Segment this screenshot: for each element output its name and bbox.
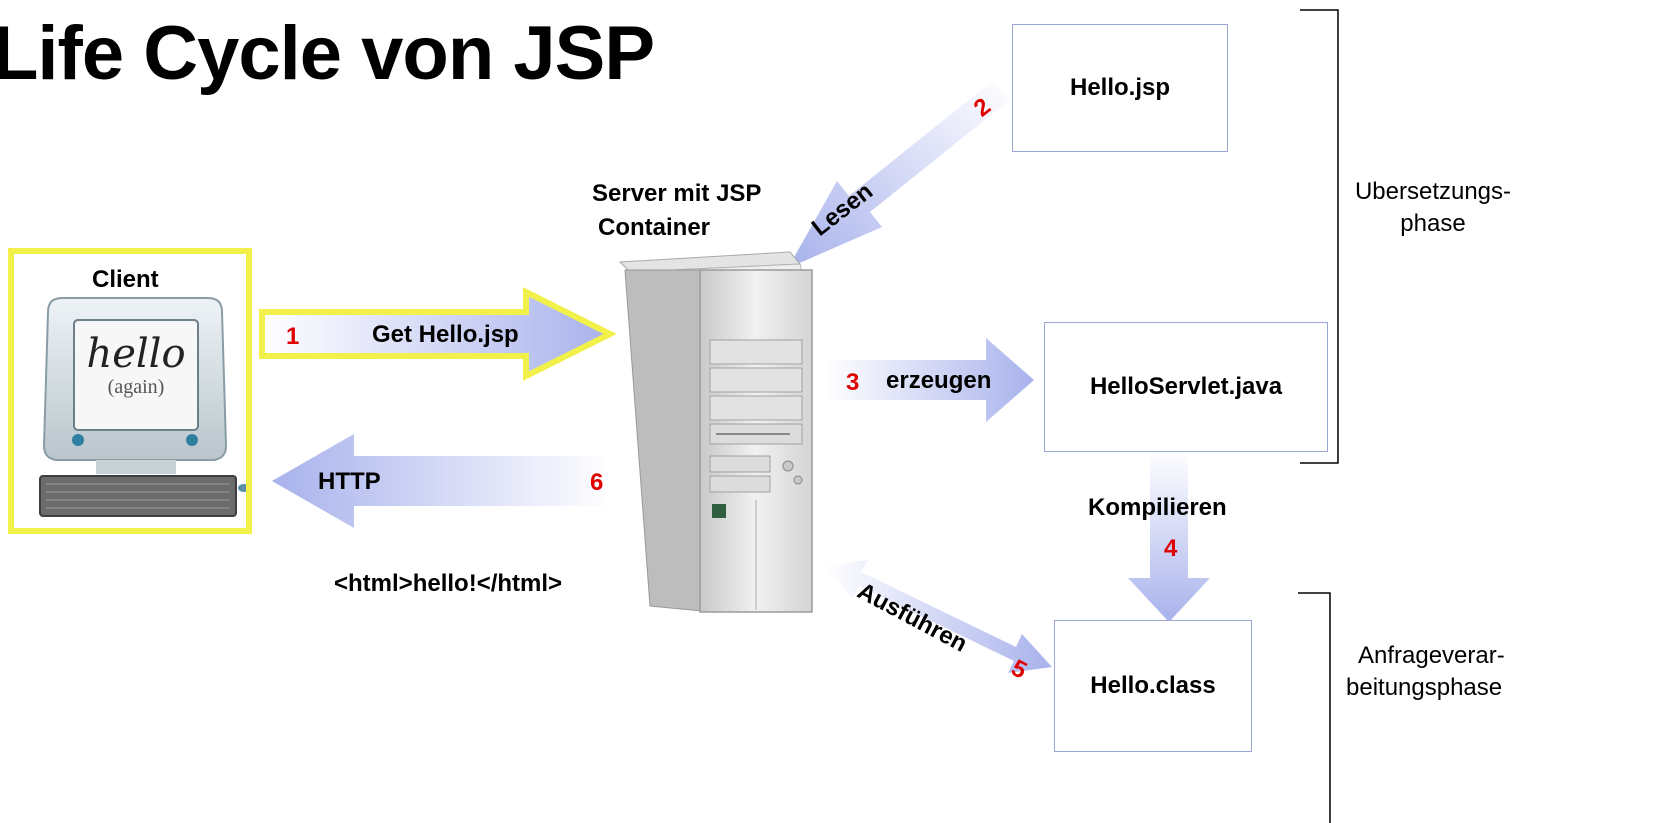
arrow-step-4 — [1128, 450, 1210, 622]
translation-phase-bracket — [1300, 9, 1339, 464]
client-screen-line2: (again) — [107, 376, 165, 398]
translation-phase-line1: Ubersetzungs- — [1354, 178, 1512, 205]
step-6-label: HTTP — [318, 468, 381, 495]
arrow-step-1 — [259, 287, 617, 381]
step-4-label: Kompilieren — [1088, 494, 1227, 521]
translation-phase-line2: phase — [1400, 210, 1466, 237]
hello-servlet-label: HelloServlet.java — [1089, 373, 1283, 400]
hello-jsp-label: Hello.jsp — [1069, 74, 1171, 101]
arrow-step-5 — [824, 560, 1052, 673]
hello-servlet-box: HelloServlet.java — [1044, 322, 1328, 452]
client-computer — [39, 297, 250, 517]
request-phase-label: Anfrageverar- beitungsphase — [1346, 640, 1566, 704]
arrow-step-6 — [272, 434, 612, 528]
step-1-number: 1 — [286, 323, 300, 350]
page-title: Life Cycle von JSP — [0, 11, 655, 96]
hello-jsp-box: Hello.jsp — [1012, 24, 1228, 152]
request-phase-line1: Anfrageverar- — [1358, 642, 1505, 669]
server-label-line1: Server mit JSP — [592, 180, 762, 207]
translation-phase-label: Ubersetzungs- phase — [1348, 176, 1518, 240]
request-phase-bracket — [1298, 592, 1331, 823]
hello-class-box: Hello.class — [1054, 620, 1252, 752]
client-label: Client — [92, 266, 159, 293]
client-screen-text: hello (again) — [76, 332, 196, 399]
client-screen-line1: hello — [86, 331, 186, 377]
server-tower — [618, 251, 813, 613]
request-phase-line2: beitungsphase — [1346, 674, 1503, 701]
step-6-number: 6 — [590, 469, 604, 496]
step-4-number: 4 — [1164, 535, 1178, 562]
response-text: <html>hello!</html> — [334, 570, 563, 597]
arrow-step-2 — [788, 82, 1012, 268]
server-label-line2: Container — [598, 214, 711, 241]
step-3-number: 3 — [846, 369, 860, 396]
step-3-label: erzeugen — [886, 367, 992, 394]
hello-class-label: Hello.class — [1090, 672, 1216, 699]
arrow-step-3 — [826, 338, 1034, 422]
client-frame — [8, 248, 252, 534]
step-1-label: Get Hello.jsp — [372, 321, 519, 348]
